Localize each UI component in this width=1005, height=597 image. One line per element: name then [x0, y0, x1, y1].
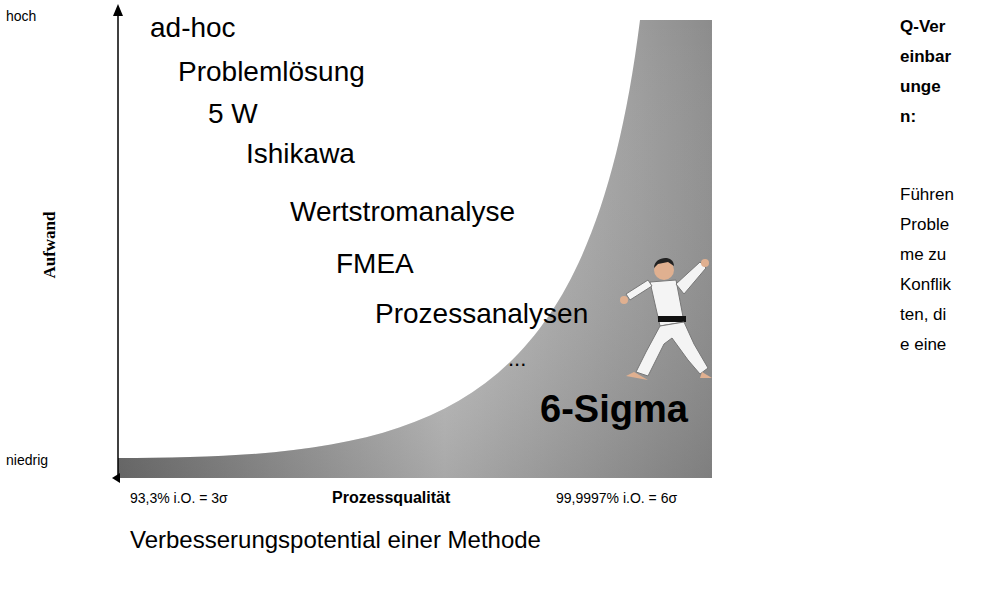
- method-label: 5 W: [208, 98, 258, 130]
- effort-curve-area: [118, 20, 712, 478]
- axis-value-left: 93,3% i.O. = 3σ: [130, 490, 228, 506]
- axis-title: Aufwand: [40, 211, 60, 278]
- effort-curve-shade: [118, 20, 712, 478]
- side-heading: Q-Vereinbarungen:: [900, 12, 954, 132]
- method-label: FMEA: [336, 248, 414, 280]
- karate-figure: [620, 258, 712, 380]
- method-label-highlight: 6-Sigma: [540, 388, 688, 432]
- side-text: Führen Probleme zu Konflikten, die eine: [900, 180, 954, 360]
- axis-title: Prozessqualität: [332, 489, 450, 507]
- method-label: Prozessanalysen: [375, 298, 588, 330]
- method-label: Problemlösung: [178, 56, 365, 88]
- y-axis: [117, 14, 119, 478]
- method-label: Ishikawa: [246, 138, 355, 170]
- x-axis-arrow: [112, 473, 120, 483]
- method-label: ad-hoc: [150, 12, 236, 44]
- method-label: Wertstromanalyse: [290, 196, 515, 228]
- axis-value-low: niedrig: [6, 452, 48, 468]
- caption: Verbesserungspotential einer Methode: [130, 526, 541, 554]
- method-label: ...: [508, 346, 526, 371]
- axis-value-right: 99,9997% i.O. = 6σ: [556, 490, 677, 506]
- y-axis-arrow: [113, 4, 123, 16]
- axis-value-high: hoch: [6, 8, 36, 24]
